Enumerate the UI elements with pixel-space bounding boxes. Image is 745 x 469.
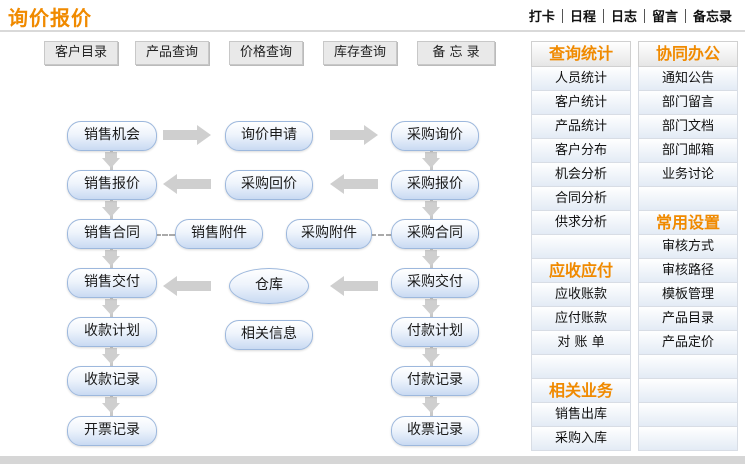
- header-divider: [0, 30, 745, 32]
- down-arrow-icon: [422, 348, 440, 364]
- menu-item-review-method[interactable]: 审核方式: [638, 235, 738, 259]
- query-stats-column: 查询统计 人员统计 客户统计 产品统计 客户分布 机会分析 合同分析 供求分析 …: [531, 41, 631, 451]
- menu-item-opportunity-analysis[interactable]: 机会分析: [531, 163, 631, 187]
- log-link[interactable]: 日志: [610, 10, 637, 25]
- empty-row: [638, 427, 738, 451]
- memo-link[interactable]: 备忘录: [692, 10, 732, 25]
- tab-product-query[interactable]: 产品查询: [135, 41, 209, 65]
- left-arrow-icon: [163, 174, 211, 194]
- tab-stock-query[interactable]: 库存查询: [323, 41, 397, 65]
- left-arrow-icon: [163, 276, 211, 296]
- menu-item-accounts-receivable[interactable]: 应收账款: [531, 283, 631, 307]
- empty-row: [638, 355, 738, 379]
- menu-item-notice[interactable]: 通知公告: [638, 67, 738, 91]
- right-arrow-icon: [163, 125, 211, 145]
- down-arrow-icon: [102, 250, 120, 266]
- collab-column: 协同办公 通知公告 部门留言 部门文档 部门邮箱 业务讨论 常用设置 审核方式 …: [638, 41, 738, 451]
- node-invoice-record[interactable]: 开票记录: [67, 416, 157, 446]
- down-arrow-icon: [422, 152, 440, 168]
- top-links: 打卡 日程 日志 留言 备忘录: [522, 6, 739, 25]
- node-collection-plan[interactable]: 收款计划: [67, 317, 157, 347]
- menu-item-purchase-inbound[interactable]: 采购入库: [531, 427, 631, 451]
- node-payment-record[interactable]: 付款记录: [391, 366, 479, 396]
- empty-row: [638, 403, 738, 427]
- node-purchase-attachment[interactable]: 采购附件: [286, 219, 372, 249]
- left-arrow-icon: [330, 174, 378, 194]
- schedule-link[interactable]: 日程: [569, 10, 596, 25]
- menu-item-product-catalog[interactable]: 产品目录: [638, 307, 738, 331]
- menu-item-dept-docs[interactable]: 部门文档: [638, 115, 738, 139]
- empty-row: [531, 355, 631, 379]
- tab-customer-directory[interactable]: 客户目录: [44, 41, 118, 65]
- node-warehouse[interactable]: 仓库: [229, 268, 309, 304]
- menu-item-accounts-payable[interactable]: 应付账款: [531, 307, 631, 331]
- menu-item-sales-outbound[interactable]: 销售出库: [531, 403, 631, 427]
- empty-row: [531, 235, 631, 259]
- down-arrow-icon: [102, 299, 120, 315]
- page-title: 询价报价: [8, 6, 92, 30]
- message-link[interactable]: 留言: [651, 10, 678, 25]
- node-collection-record[interactable]: 收款记录: [67, 366, 157, 396]
- node-purchase-delivery[interactable]: 采购交付: [391, 268, 479, 298]
- common-settings-header: 常用设置: [638, 211, 738, 235]
- down-arrow-icon: [102, 397, 120, 413]
- node-sales-quote[interactable]: 销售报价: [67, 170, 157, 200]
- down-arrow-icon: [422, 397, 440, 413]
- menu-item-dept-message[interactable]: 部门留言: [638, 91, 738, 115]
- tab-price-query[interactable]: 价格查询: [229, 41, 303, 65]
- node-sales-delivery[interactable]: 销售交付: [67, 268, 157, 298]
- receivable-header: 应收应付: [531, 259, 631, 283]
- divider: [602, 8, 604, 23]
- menu-item-customer-distribution[interactable]: 客户分布: [531, 139, 631, 163]
- node-purchase-inquiry[interactable]: 采购询价: [391, 121, 479, 151]
- collab-header: 协同办公: [638, 41, 738, 67]
- menu-item-product-stats[interactable]: 产品统计: [531, 115, 631, 139]
- attachment-connector: [155, 234, 175, 236]
- menu-item-review-path[interactable]: 审核路径: [638, 259, 738, 283]
- down-arrow-icon: [422, 299, 440, 315]
- node-inquiry-apply[interactable]: 询价申请: [225, 121, 313, 151]
- down-arrow-icon: [102, 348, 120, 364]
- menu-item-dept-mailbox[interactable]: 部门邮箱: [638, 139, 738, 163]
- attachment-connector: [370, 234, 392, 236]
- menu-item-contract-analysis[interactable]: 合同分析: [531, 187, 631, 211]
- down-arrow-icon: [422, 201, 440, 217]
- menu-item-template-management[interactable]: 模板管理: [638, 283, 738, 307]
- node-purchase-contract[interactable]: 采购合同: [391, 219, 479, 249]
- node-sales-opportunity[interactable]: 销售机会: [67, 121, 157, 151]
- menu-item-business-discussion[interactable]: 业务讨论: [638, 163, 738, 187]
- empty-row: [638, 379, 738, 403]
- right-arrow-icon: [330, 125, 378, 145]
- down-arrow-icon: [422, 250, 440, 266]
- menu-item-staff-stats[interactable]: 人员统计: [531, 67, 631, 91]
- related-business-header: 相关业务: [531, 379, 631, 403]
- divider: [643, 8, 645, 23]
- query-stats-header: 查询统计: [531, 41, 631, 67]
- down-arrow-icon: [102, 201, 120, 217]
- empty-row: [638, 187, 738, 211]
- node-sales-contract[interactable]: 销售合同: [67, 219, 157, 249]
- menu-item-customer-stats[interactable]: 客户统计: [531, 91, 631, 115]
- node-payment-plan[interactable]: 付款计划: [391, 317, 479, 347]
- node-related-info[interactable]: 相关信息: [225, 320, 313, 350]
- menu-item-statement[interactable]: 对 账 单: [531, 331, 631, 355]
- node-sales-attachment[interactable]: 销售附件: [175, 219, 263, 249]
- menu-item-supply-demand-analysis[interactable]: 供求分析: [531, 211, 631, 235]
- menu-item-product-pricing[interactable]: 产品定价: [638, 331, 738, 355]
- down-arrow-icon: [102, 152, 120, 168]
- node-receipt-record[interactable]: 收票记录: [391, 416, 479, 446]
- node-purchase-reply[interactable]: 采购回价: [225, 170, 313, 200]
- left-arrow-icon: [330, 276, 378, 296]
- bottom-bar: [0, 456, 745, 464]
- tab-memo[interactable]: 备 忘 录: [417, 41, 495, 65]
- divider: [684, 8, 686, 23]
- node-purchase-quote[interactable]: 采购报价: [391, 170, 479, 200]
- clock-in-link[interactable]: 打卡: [528, 10, 555, 25]
- divider: [561, 8, 563, 23]
